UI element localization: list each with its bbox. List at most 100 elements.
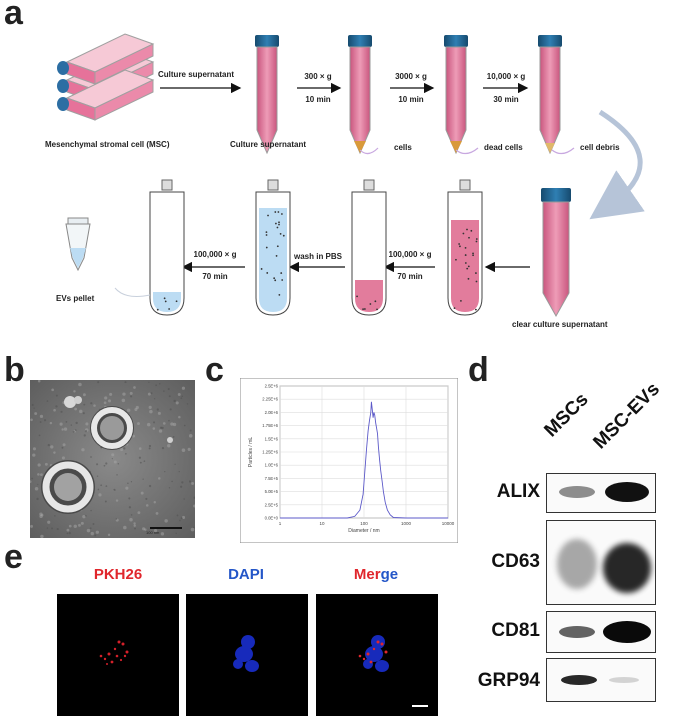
y-tick-label: 0.0E+0 <box>265 516 279 521</box>
particle-dot <box>281 213 283 215</box>
particle-dot <box>455 258 457 261</box>
particle-dot <box>475 280 478 283</box>
x-tick-label: 1000 <box>401 521 412 526</box>
particle-dot <box>260 268 263 270</box>
culture-flask-stack <box>57 33 155 121</box>
particle-dot <box>274 211 277 213</box>
particle-dot <box>274 279 277 282</box>
step2-t: 10 min <box>398 95 424 104</box>
particle-dot <box>467 277 470 280</box>
panel-letter-e: e <box>4 538 23 576</box>
band-grp94-ev <box>609 677 639 683</box>
particle-dot <box>276 226 279 229</box>
blot-grp94 <box>546 658 656 702</box>
particle-dot <box>164 300 167 303</box>
particle-dot <box>266 272 269 274</box>
pellet-cell-debris: cell debris <box>580 143 620 152</box>
fl-title-dapi: DAPI <box>228 566 264 583</box>
nta-chart: 0.0E+02.5E+55.0E+57.5E+51.0E+61.25E+61.5… <box>240 378 458 543</box>
blot-label-cd63: CD63 <box>491 551 540 572</box>
pellet-dead-cells: dead cells <box>484 143 523 152</box>
blot-col-ev: MSC-EVs <box>589 378 665 454</box>
particle-dot <box>278 223 280 226</box>
y-tick-label: 2.25E+6 <box>262 397 278 402</box>
pellet-cells: cells <box>394 143 412 152</box>
panel-letter-a: a <box>4 0 23 32</box>
pointer-cell-debris <box>551 147 575 155</box>
blot-cd81 <box>546 611 656 653</box>
blot-label-alix: ALIX <box>496 481 540 502</box>
particle-dot <box>464 254 467 256</box>
blot-cd63 <box>546 520 656 605</box>
step4-t: 70 min <box>397 272 423 281</box>
particle-dots <box>156 211 478 311</box>
pointer-ev-pellet <box>114 287 151 297</box>
blot-col-msc: MSCs <box>540 389 593 442</box>
blot-alix <box>546 473 656 513</box>
tem-image <box>30 380 195 538</box>
particle-dot <box>363 308 366 310</box>
particle-dot <box>280 272 283 274</box>
fl-image-dapi <box>186 594 308 716</box>
particle-dot <box>362 308 364 310</box>
falcon-tube-clear <box>541 188 571 318</box>
particle-dot <box>472 252 474 255</box>
step1-g: 300 × g <box>304 72 332 81</box>
panel-letter-d: d <box>468 351 489 389</box>
panel-letter-b: b <box>4 351 25 389</box>
band-cd81-msc <box>559 626 595 638</box>
y-tick-label: 1.75E+6 <box>262 423 278 428</box>
y-tick-label: 1.5E+6 <box>265 436 279 441</box>
y-tick-label: 7.5E+5 <box>265 476 279 481</box>
particle-dot <box>273 277 276 280</box>
particle-dot <box>475 238 478 240</box>
fl-title-merge: Merge <box>316 566 436 583</box>
panel-letter-c: c <box>205 351 224 389</box>
culture-arrow-label: Culture supernatant <box>158 70 235 79</box>
band-alix-ev <box>605 482 649 502</box>
pointer-dead-cells <box>455 147 479 155</box>
fl-title-pkh26: PKH26 <box>93 566 143 583</box>
particle-dot <box>175 300 178 303</box>
particle-dot <box>464 262 467 264</box>
y-tick-label: 2.0E+6 <box>265 410 279 415</box>
clear-supernatant-label: clear culture supernatant <box>512 320 608 329</box>
step2-g: 3000 × g <box>395 72 427 81</box>
uc-tube-pellet <box>351 179 387 316</box>
fl-image-merge <box>316 594 438 716</box>
particle-dot <box>475 272 477 274</box>
band-cd63-ev <box>603 543 651 593</box>
step1-t: 10 min <box>305 95 331 104</box>
falcon-tube-2 <box>348 35 372 155</box>
y-axis-label: Particles / mL <box>248 437 254 468</box>
particle-dot <box>459 245 461 248</box>
fl-image-pkh26 <box>57 594 179 716</box>
particle-dot <box>163 297 166 300</box>
particle-dot <box>369 303 372 305</box>
particle-dot <box>475 240 478 243</box>
particle-dot <box>453 307 456 310</box>
step4-g: 100,000 × g <box>388 250 432 259</box>
particle-dot <box>282 234 285 237</box>
series-line <box>280 401 448 519</box>
blot-label-cd81: CD81 <box>491 620 540 641</box>
particle-dot <box>277 211 280 213</box>
particle-dot <box>464 246 467 249</box>
particle-dot <box>374 300 377 303</box>
particle-dot <box>278 221 280 224</box>
particle-dot <box>466 228 468 231</box>
y-tick-label: 5.0E+5 <box>265 489 279 494</box>
tem-scalebar-label: 100 nm <box>146 530 160 535</box>
uc-tube-pink <box>447 179 483 316</box>
particle-dot <box>356 295 358 298</box>
culture-tube-label: Culture supernatant <box>230 140 307 149</box>
x-tick-label: 10 <box>319 521 325 526</box>
x-axis-label: Diameter / nm <box>348 528 379 534</box>
particle-dot <box>458 243 461 245</box>
step5-g: 100,000 × g <box>193 250 237 259</box>
particle-dot <box>275 222 277 225</box>
band-cd81-ev <box>603 621 651 643</box>
band-grp94-msc <box>561 675 597 685</box>
particle-dot <box>462 232 465 235</box>
wash-label: wash in PBS <box>293 252 342 261</box>
